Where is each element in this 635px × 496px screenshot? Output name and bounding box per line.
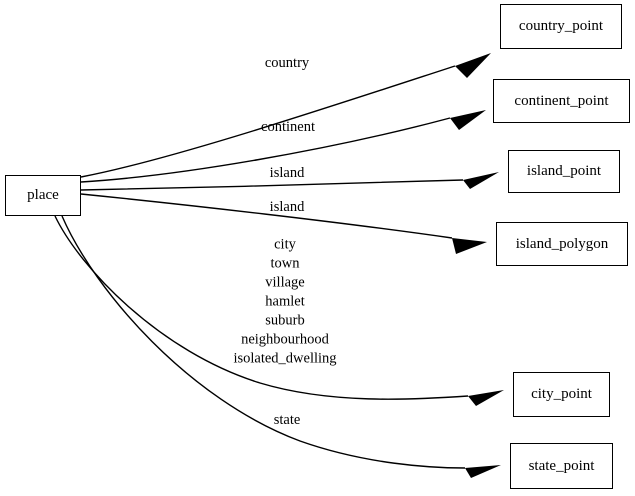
- node-island_polygon[interactable]: island_polygon: [496, 222, 628, 266]
- edge-label-state_point: state: [273, 411, 301, 428]
- node-continent_point[interactable]: continent_point: [493, 79, 630, 123]
- node-city_point[interactable]: city_point: [513, 372, 610, 417]
- arrowhead-state_point: [465, 465, 501, 478]
- edge-place-to-state_point: [61, 215, 466, 469]
- arrowhead-island_point: [463, 172, 499, 189]
- arrowhead-island_polygon: [452, 238, 487, 254]
- edge-label-country_point: country: [264, 54, 310, 71]
- arrowhead-continent_point: [450, 110, 486, 130]
- arrowhead-city_point: [468, 390, 504, 406]
- edge-label-island_polygon: island: [269, 198, 305, 215]
- edge-place-to-island_polygon: [80, 193, 453, 239]
- edge-label-island_point: island: [269, 164, 305, 181]
- arrowhead-country_point: [455, 53, 491, 78]
- edge-place-to-continent_point: [80, 117, 451, 183]
- edge-label-continent_point: continent: [261, 118, 315, 135]
- node-island_point[interactable]: island_point: [508, 150, 620, 193]
- node-place[interactable]: place: [5, 175, 81, 216]
- edge-place-to-island_point: [80, 179, 464, 191]
- edge-path-group: [54, 65, 469, 469]
- edge-label-city_point: city town village hamlet suburb neighbou…: [233, 236, 337, 367]
- edge-arrow-group: [450, 53, 504, 478]
- node-state_point[interactable]: state_point: [510, 443, 613, 489]
- edge-place-to-country_point: [80, 65, 456, 178]
- node-country_point[interactable]: country_point: [500, 4, 622, 49]
